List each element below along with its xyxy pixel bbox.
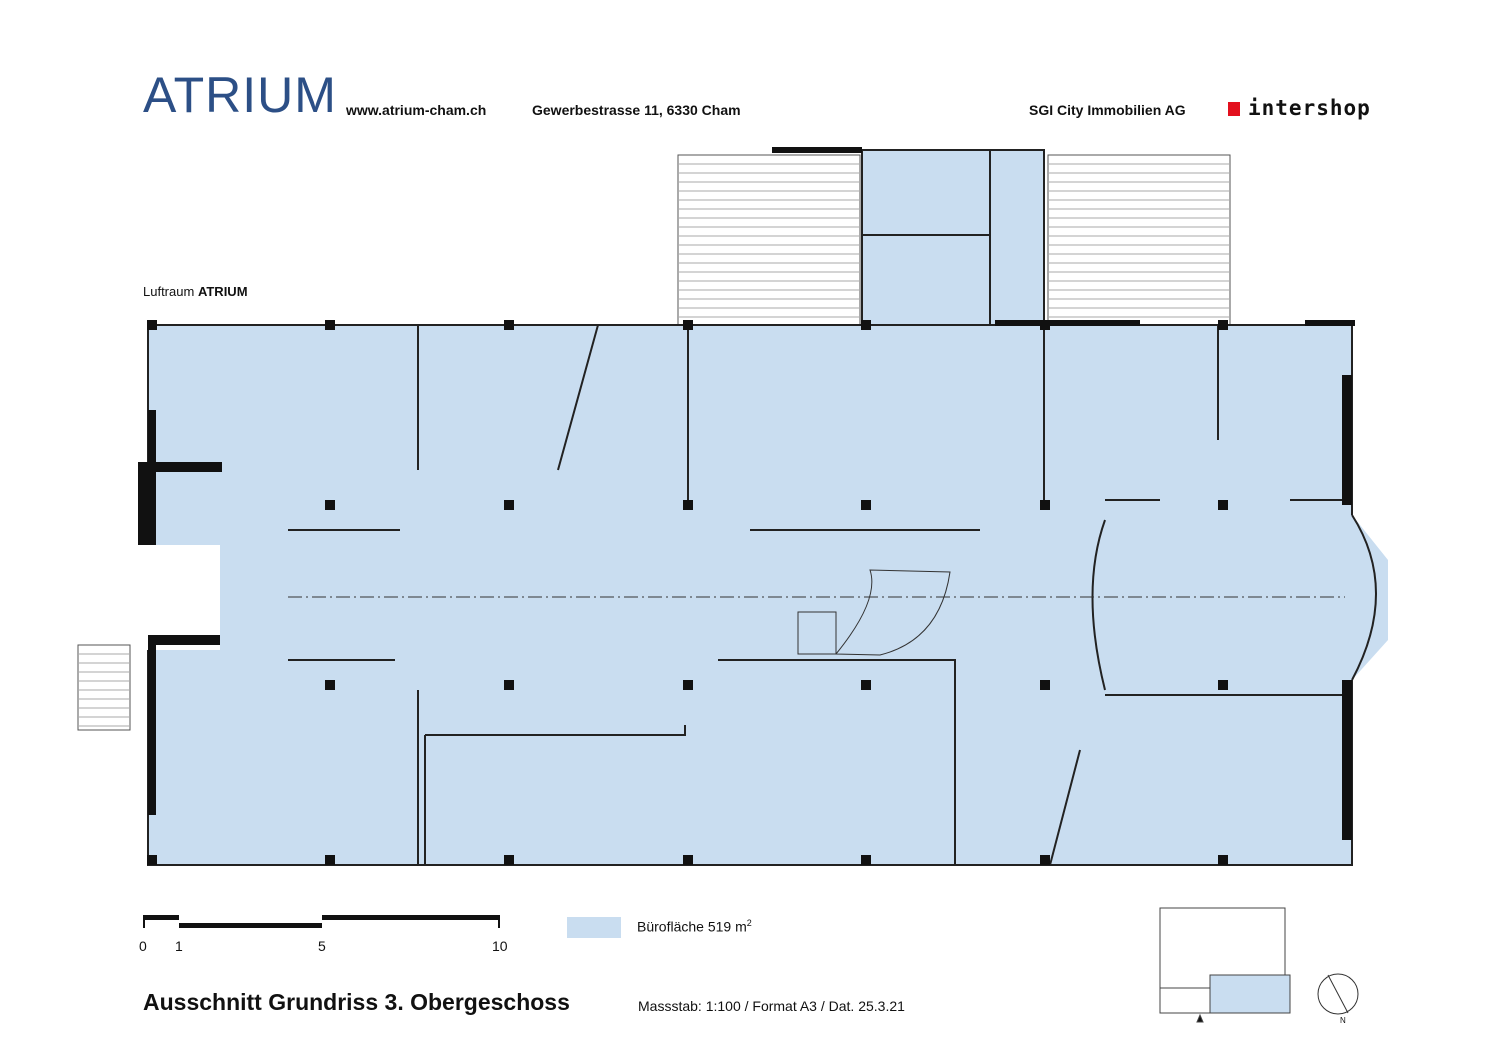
column xyxy=(861,855,871,865)
airspace-label-bold: ATRIUM xyxy=(197,284,248,299)
column xyxy=(504,680,514,690)
column xyxy=(861,500,871,510)
airspace-label: Luftraum ATRIUM xyxy=(143,284,248,299)
column xyxy=(683,680,693,690)
scale-tick: 0 xyxy=(139,938,147,954)
column xyxy=(1040,320,1050,330)
column xyxy=(325,320,335,330)
atrium-logo: ATRIUM xyxy=(143,67,337,123)
office-area-fill xyxy=(148,150,1388,865)
address-text: Gewerbestrasse 11, 6330 Cham xyxy=(532,102,741,118)
column xyxy=(1218,855,1228,865)
owner-text: SGI City Immobilien AG xyxy=(1029,102,1186,118)
website-link[interactable]: www.atrium-cham.ch xyxy=(346,102,487,118)
scale-tick: 10 xyxy=(492,938,508,954)
column xyxy=(147,855,157,865)
airspace-label-prefix: Luftraum xyxy=(143,284,195,299)
thick-walls xyxy=(138,147,1355,840)
column xyxy=(1040,500,1050,510)
intershop-logo-text: intershop xyxy=(1248,96,1371,120)
column xyxy=(325,500,335,510)
legend-text: Bürofläche 519 m xyxy=(637,918,747,935)
intershop-logo-icon xyxy=(1228,102,1240,116)
plan-subtitle: Massstab: 1:100 / Format A3 / Dat. 25.3.… xyxy=(638,998,905,1014)
scale-tick: 5 xyxy=(318,938,326,954)
column xyxy=(861,320,871,330)
column xyxy=(1040,680,1050,690)
columns xyxy=(147,320,1228,865)
scale-bar xyxy=(143,915,500,928)
plan-title: Ausschnitt Grundriss 3. Obergeschoss xyxy=(143,989,570,1015)
column xyxy=(504,855,514,865)
staircase xyxy=(797,569,951,656)
north-arrow-icon xyxy=(1317,973,1359,1015)
intershop-logo: intershop xyxy=(1228,96,1371,120)
column xyxy=(147,320,157,330)
column xyxy=(1218,500,1228,510)
column xyxy=(683,855,693,865)
column xyxy=(325,680,335,690)
north-label: N xyxy=(1340,1016,1346,1025)
legend-label: Bürofläche 519 m2 xyxy=(637,918,752,935)
column xyxy=(683,320,693,330)
key-plan xyxy=(1159,907,1291,1023)
column xyxy=(504,500,514,510)
column xyxy=(1218,680,1228,690)
column xyxy=(504,320,514,330)
column xyxy=(1040,855,1050,865)
legend-swatch xyxy=(567,917,621,938)
column xyxy=(1218,320,1228,330)
scale-tick: 1 xyxy=(175,938,183,954)
column xyxy=(325,855,335,865)
legend-unit: 2 xyxy=(746,918,752,928)
column xyxy=(861,680,871,690)
column xyxy=(683,500,693,510)
